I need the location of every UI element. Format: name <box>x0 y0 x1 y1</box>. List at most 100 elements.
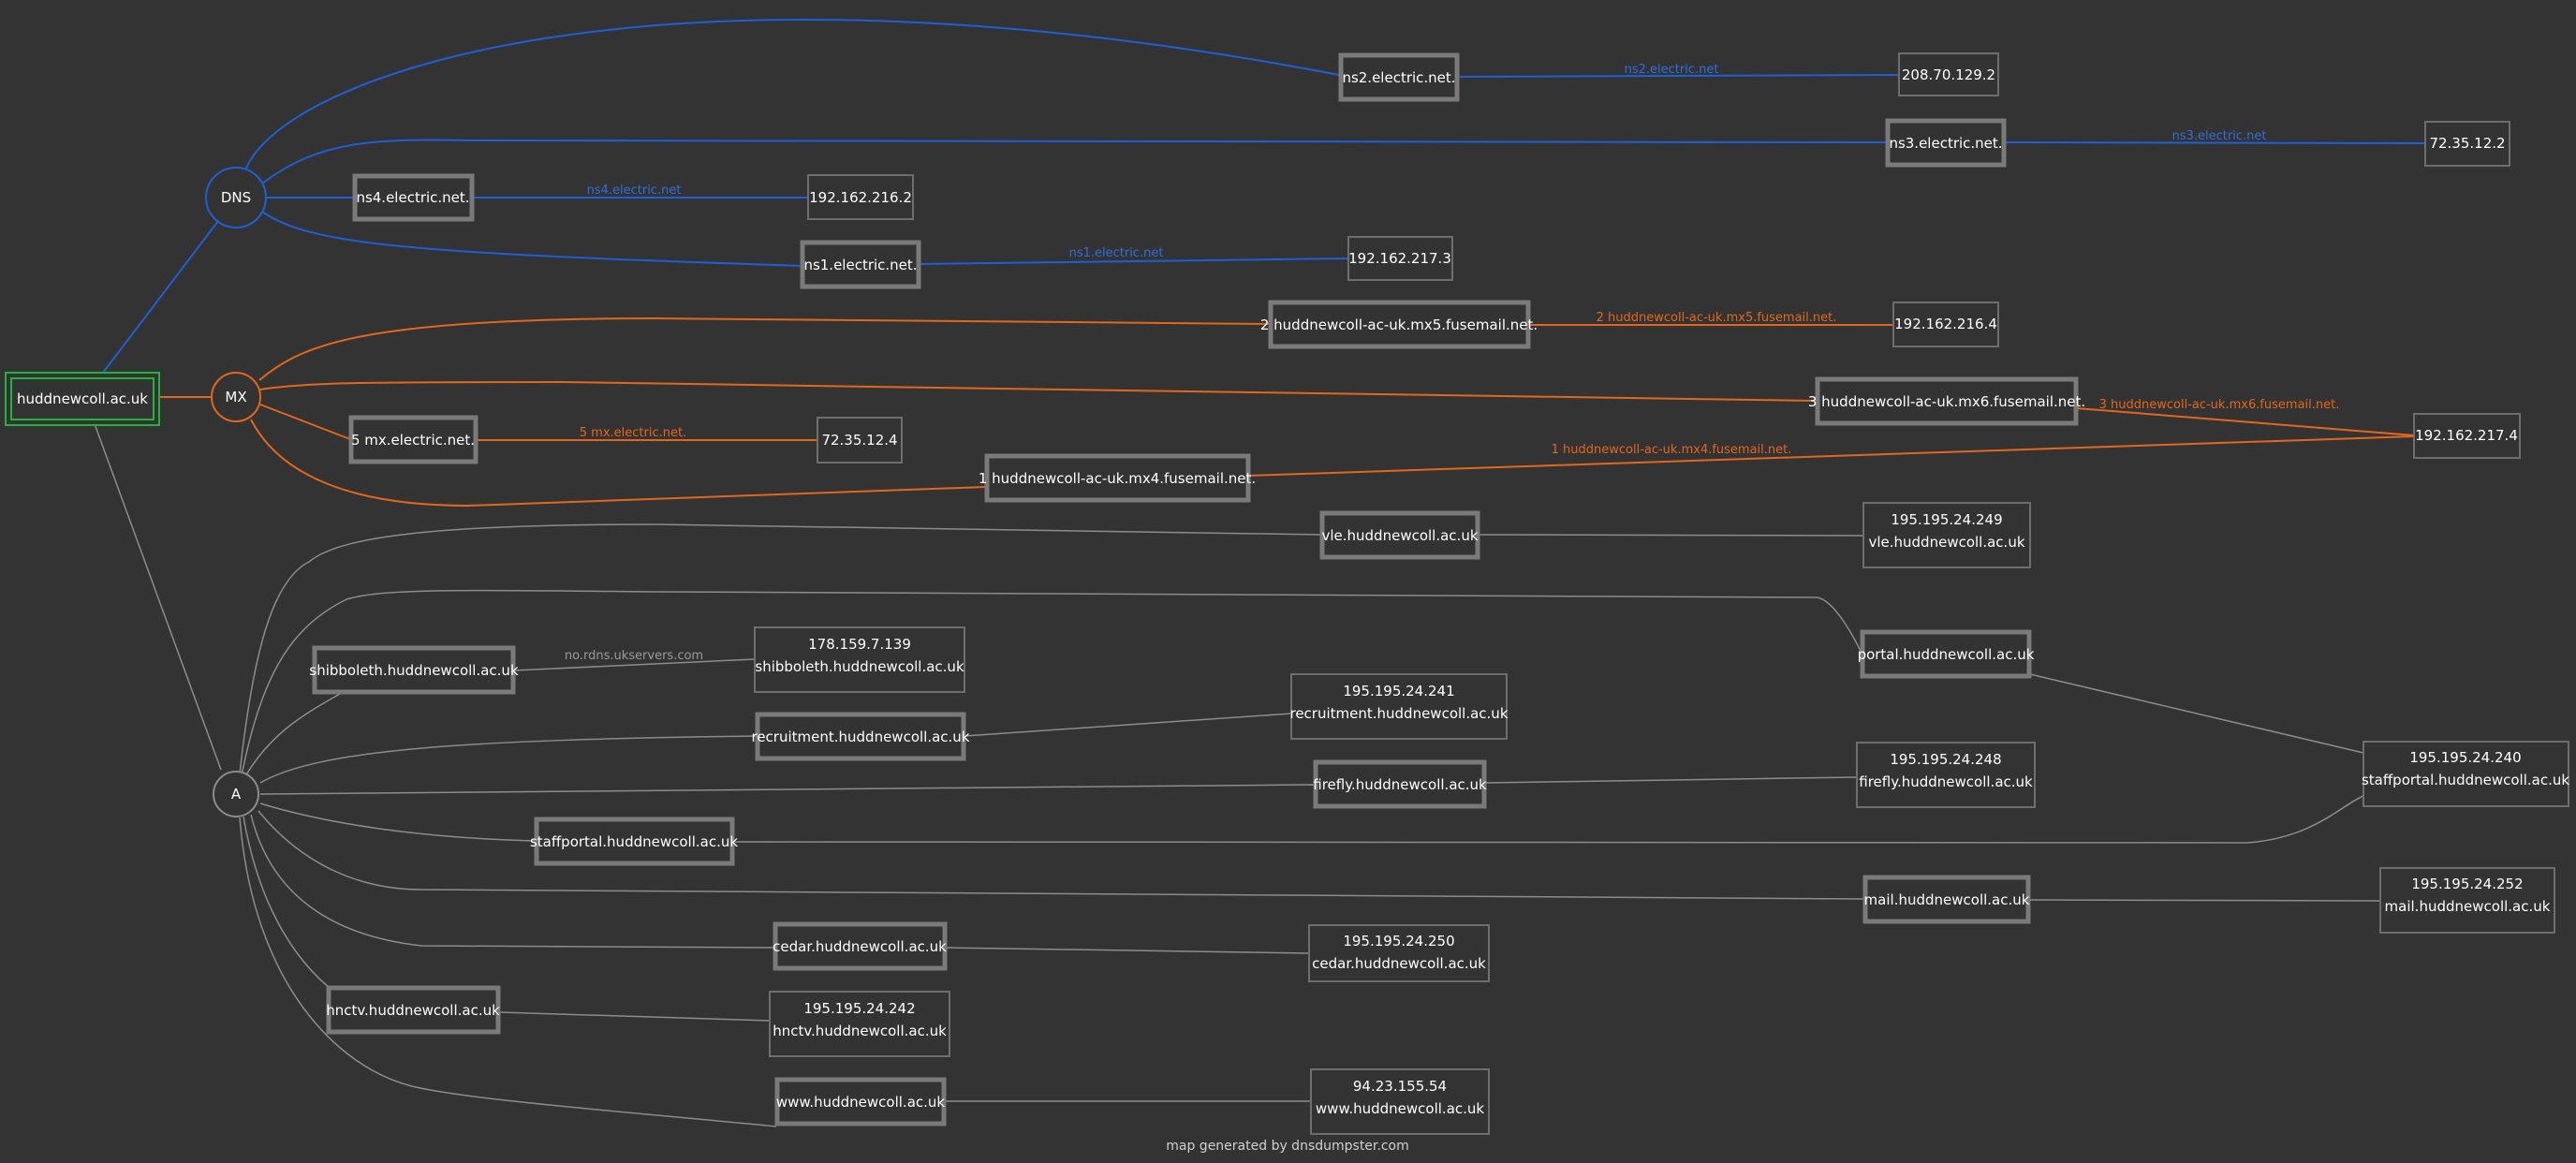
edge-mx-mxe <box>259 404 351 440</box>
host-recruit-box[interactable] <box>755 712 966 761</box>
edge-a-mail <box>258 810 1865 900</box>
host-ns3-box[interactable] <box>1885 118 2007 168</box>
ip-firefly-box[interactable] <box>1856 742 2036 808</box>
ip-recruit-box[interactable] <box>1290 673 1508 740</box>
host-mxe: 5 mx.electric.net. <box>351 432 475 449</box>
footer-credit: map generated by dnsdumpster.com <box>1166 1139 1409 1154</box>
edge-root-a <box>93 420 222 771</box>
host-mx5-box[interactable] <box>1268 300 1531 349</box>
ip-ns2: 208.70.129.2 <box>1902 66 1995 83</box>
edge-a-vle <box>239 523 1322 774</box>
edge-dns-ns2 <box>244 19 1340 171</box>
host-hnctv-box[interactable] <box>326 985 501 1035</box>
host-labels: ns2.electric.net. ns3.electric.net. ns4.… <box>309 69 2085 1111</box>
ip-mx5-box[interactable] <box>1892 302 1999 347</box>
edge-firefly-ip <box>1483 776 1858 784</box>
host-firefly-box[interactable] <box>1313 759 1487 809</box>
host-ns4-box[interactable] <box>352 173 475 222</box>
group-dns-label: DNS <box>221 189 251 206</box>
ip-mx46-box[interactable] <box>2413 413 2521 459</box>
ip-staff-box[interactable] <box>2363 741 2569 807</box>
edge-label-ns4: ns4.electric.net <box>587 184 682 198</box>
ip-ns3-box[interactable] <box>2424 121 2510 167</box>
ip-mail-addr: 195.195.24.252 <box>2411 876 2523 892</box>
edge-dns-ns1 <box>261 211 806 267</box>
host-mx4: 1 huddnewcoll-ac-uk.mx4.fusemail.net. <box>979 470 1256 487</box>
edges <box>93 19 2426 1127</box>
host-ns2-box[interactable] <box>1338 52 1460 102</box>
ip-www-box[interactable] <box>1310 1068 1490 1135</box>
ip-hnctv-box[interactable] <box>769 991 950 1057</box>
host-mxe-box[interactable] <box>348 415 478 464</box>
host-www: www.huddnewcoll.ac.uk <box>776 1094 945 1111</box>
edge-staff-ip <box>732 795 2364 844</box>
ip-www-addr: 94.23.155.54 <box>1353 1078 1447 1095</box>
edge-a-www <box>239 817 777 1127</box>
host-cedar: cedar.huddnewcoll.ac.uk <box>773 938 947 955</box>
ip-mxe-box[interactable] <box>817 417 903 464</box>
edge-ns2-ip <box>1457 74 1900 78</box>
ip-hnctv-host: hnctv.huddnewcoll.ac.uk <box>773 1023 947 1039</box>
edge-a-cedar <box>250 814 775 949</box>
ip-firefly-addr: 195.195.24.248 <box>1890 751 2001 768</box>
edge-mx-mx6 <box>259 380 1818 402</box>
edge-a-hnctv <box>243 816 331 989</box>
host-www-box[interactable] <box>774 1077 947 1126</box>
edge-label-ns1: ns1.electric.net <box>1069 246 1164 260</box>
host-mx4-box[interactable] <box>984 453 1251 503</box>
ip-cedar-addr: 195.195.24.250 <box>1343 933 1454 950</box>
ip-shib-box[interactable] <box>754 626 965 693</box>
host-cedar-box[interactable] <box>773 921 948 971</box>
group-a[interactable]: A <box>213 771 259 817</box>
edge-a-recruit <box>259 735 758 784</box>
edge-recruit-ip <box>964 713 1292 737</box>
a-edges <box>239 523 2381 1127</box>
host-boxes <box>312 52 2079 1126</box>
host-ns1-box[interactable] <box>800 240 921 289</box>
edge-a-portal <box>241 589 1862 776</box>
edge-ns3-ip <box>2003 141 2426 144</box>
host-shib-box[interactable] <box>312 645 516 695</box>
ip-vle-box[interactable] <box>1862 502 2031 568</box>
ip-cedar-box[interactable] <box>1308 924 1490 982</box>
ip-mx46: 192.162.217.4 <box>2415 427 2518 444</box>
root-node[interactable]: huddnewcoll.ac.uk <box>5 372 160 426</box>
edge-label-mx6: 3 huddnewcoll-ac-uk.mx6.fusemail.net. <box>2099 398 2340 412</box>
host-mail-box[interactable] <box>1862 875 2031 924</box>
edge-a-staff <box>259 802 537 842</box>
group-a-label: A <box>231 786 242 802</box>
ip-recruit-addr: 195.195.24.241 <box>1343 683 1454 699</box>
host-portal: portal.huddnewcoll.ac.uk <box>1858 646 2035 663</box>
edge-mail-ip <box>2028 899 2381 902</box>
ip-mail-host: mail.huddnewcoll.ac.uk <box>2385 898 2551 915</box>
group-mx[interactable]: MX <box>211 372 261 422</box>
ip-ns4: 192.162.216.2 <box>809 189 912 206</box>
host-mx5: 2 huddnewcoll-ac-uk.mx5.fusemail.net. <box>1260 317 1538 333</box>
host-vle: vle.huddnewcoll.ac.uk <box>1321 527 1478 544</box>
edge-label-shib: no.rdns.ukservers.com <box>565 649 703 663</box>
ip-ns4-box[interactable] <box>807 174 914 220</box>
edge-ns1-ip <box>917 258 1349 265</box>
host-portal-box[interactable] <box>1860 629 2032 679</box>
edge-label-mx5: 2 huddnewcoll-ac-uk.mx5.fusemail.net. <box>1597 311 1837 325</box>
ip-ns1: 192.162.217.3 <box>1348 250 1451 267</box>
ip-mx5: 192.162.216.4 <box>1894 316 1997 332</box>
host-recruit: recruitment.huddnewcoll.ac.uk <box>751 729 969 745</box>
host-mx6-box[interactable] <box>1815 376 2079 426</box>
host-hnctv: hnctv.huddnewcoll.ac.uk <box>326 1002 500 1019</box>
ip-firefly-host: firefly.huddnewcoll.ac.uk <box>1859 773 2033 790</box>
host-ns1: ns1.electric.net. <box>803 257 917 273</box>
group-dns[interactable]: DNS <box>205 167 267 228</box>
edge-mx-mx5 <box>258 317 1271 381</box>
edge-label-ns3: ns3.electric.net <box>2172 129 2267 143</box>
host-ns2: ns2.electric.net. <box>1342 69 1455 86</box>
host-vle-box[interactable] <box>1319 510 1480 560</box>
ip-ns1-box[interactable] <box>1347 236 1453 281</box>
ip-staff-addr: 195.195.24.240 <box>2409 749 2521 766</box>
ip-ns2-box[interactable] <box>1898 52 1999 96</box>
ip-mail-box[interactable] <box>2379 867 2555 934</box>
group-mx-label: MX <box>225 389 246 405</box>
host-staff-box[interactable] <box>534 817 735 866</box>
